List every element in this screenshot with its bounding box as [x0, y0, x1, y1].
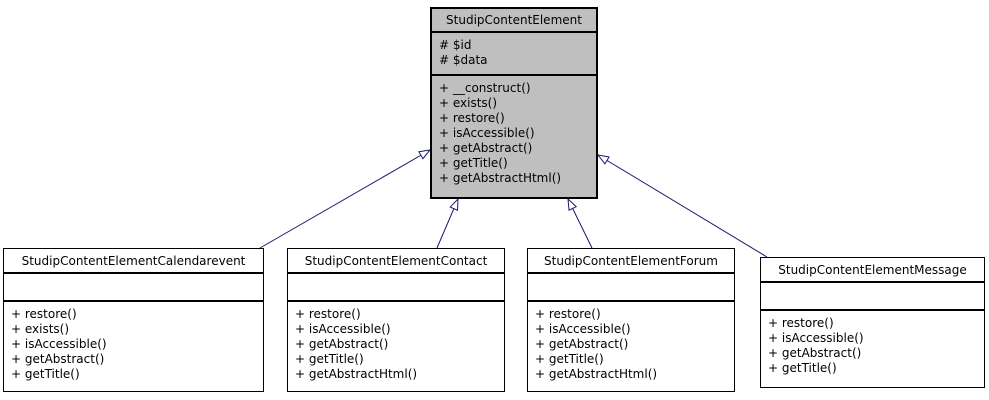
- inheritance-arrow-forum: [567, 197, 593, 249]
- member-row: + getTitle(): [295, 352, 364, 366]
- class-name: StudipContentElementMessage: [761, 258, 984, 283]
- class-methods: + restore()+ isAccessible()+ getAbstract…: [528, 302, 734, 391]
- class-node-studip-content-element[interactable]: StudipContentElement # $id# $data + __co…: [430, 7, 598, 199]
- class-name: StudipContentElementForum: [528, 249, 734, 274]
- member-row: + getAbstract(): [439, 141, 533, 155]
- class-attributes: [4, 274, 263, 302]
- member-row: + getTitle(): [768, 361, 837, 375]
- class-name: StudipContentElementCalendarevent: [4, 249, 263, 274]
- member-row: + getAbstractHtml(): [535, 367, 658, 381]
- class-methods: + restore()+ exists()+ isAccessible()+ g…: [4, 302, 263, 391]
- member-row: + restore(): [535, 307, 601, 321]
- member-row: + isAccessible(): [295, 322, 391, 336]
- member-row: + getAbstractHtml(): [295, 367, 418, 381]
- inheritance-arrow-calendarevent: [259, 149, 432, 249]
- member-row: + __construct(): [439, 81, 531, 95]
- member-row: + restore(): [295, 307, 361, 321]
- member-row: + getTitle(): [11, 367, 80, 381]
- member-row: + getAbstract(): [295, 337, 389, 351]
- member-row: + isAccessible(): [535, 322, 631, 336]
- member-row: + restore(): [11, 307, 77, 321]
- member-row: + getAbstract(): [768, 346, 862, 360]
- member-row: + isAccessible(): [768, 331, 864, 345]
- member-row: + exists(): [439, 96, 498, 110]
- member-row: + restore(): [768, 316, 834, 330]
- class-node-contact[interactable]: StudipContentElementContact + restore()+…: [287, 248, 505, 392]
- class-methods: + restore()+ isAccessible()+ getAbstract…: [761, 311, 984, 387]
- member-row: + restore(): [439, 111, 505, 125]
- class-methods: + __construct()+ exists()+ restore()+ is…: [432, 76, 596, 197]
- member-row: + exists(): [11, 322, 70, 336]
- member-row: + isAccessible(): [11, 337, 107, 351]
- member-row: + getAbstractHtml(): [439, 171, 562, 185]
- member-row: + getTitle(): [439, 156, 508, 170]
- class-attributes: [288, 274, 504, 302]
- class-node-message[interactable]: StudipContentElementMessage + restore()+…: [760, 257, 985, 388]
- class-attributes: [761, 283, 984, 311]
- member-row: + isAccessible(): [439, 126, 535, 140]
- member-row: + getTitle(): [535, 352, 604, 366]
- class-attributes: # $id# $data: [432, 33, 596, 76]
- class-node-forum[interactable]: StudipContentElementForum + restore()+ i…: [527, 248, 735, 392]
- class-node-calendarevent[interactable]: StudipContentElementCalendarevent + rest…: [3, 248, 264, 392]
- class-methods: + restore()+ isAccessible()+ getAbstract…: [288, 302, 504, 391]
- class-name: StudipContentElementContact: [288, 249, 504, 274]
- inheritance-arrow-contact: [436, 197, 459, 249]
- member-row: # $data: [439, 53, 488, 67]
- member-row: + getAbstract(): [11, 352, 105, 366]
- member-row: # $id: [439, 38, 472, 52]
- class-name: StudipContentElement: [432, 9, 596, 33]
- inheritance-arrow-message: [596, 154, 768, 258]
- class-attributes: [528, 274, 734, 302]
- member-row: + getAbstract(): [535, 337, 629, 351]
